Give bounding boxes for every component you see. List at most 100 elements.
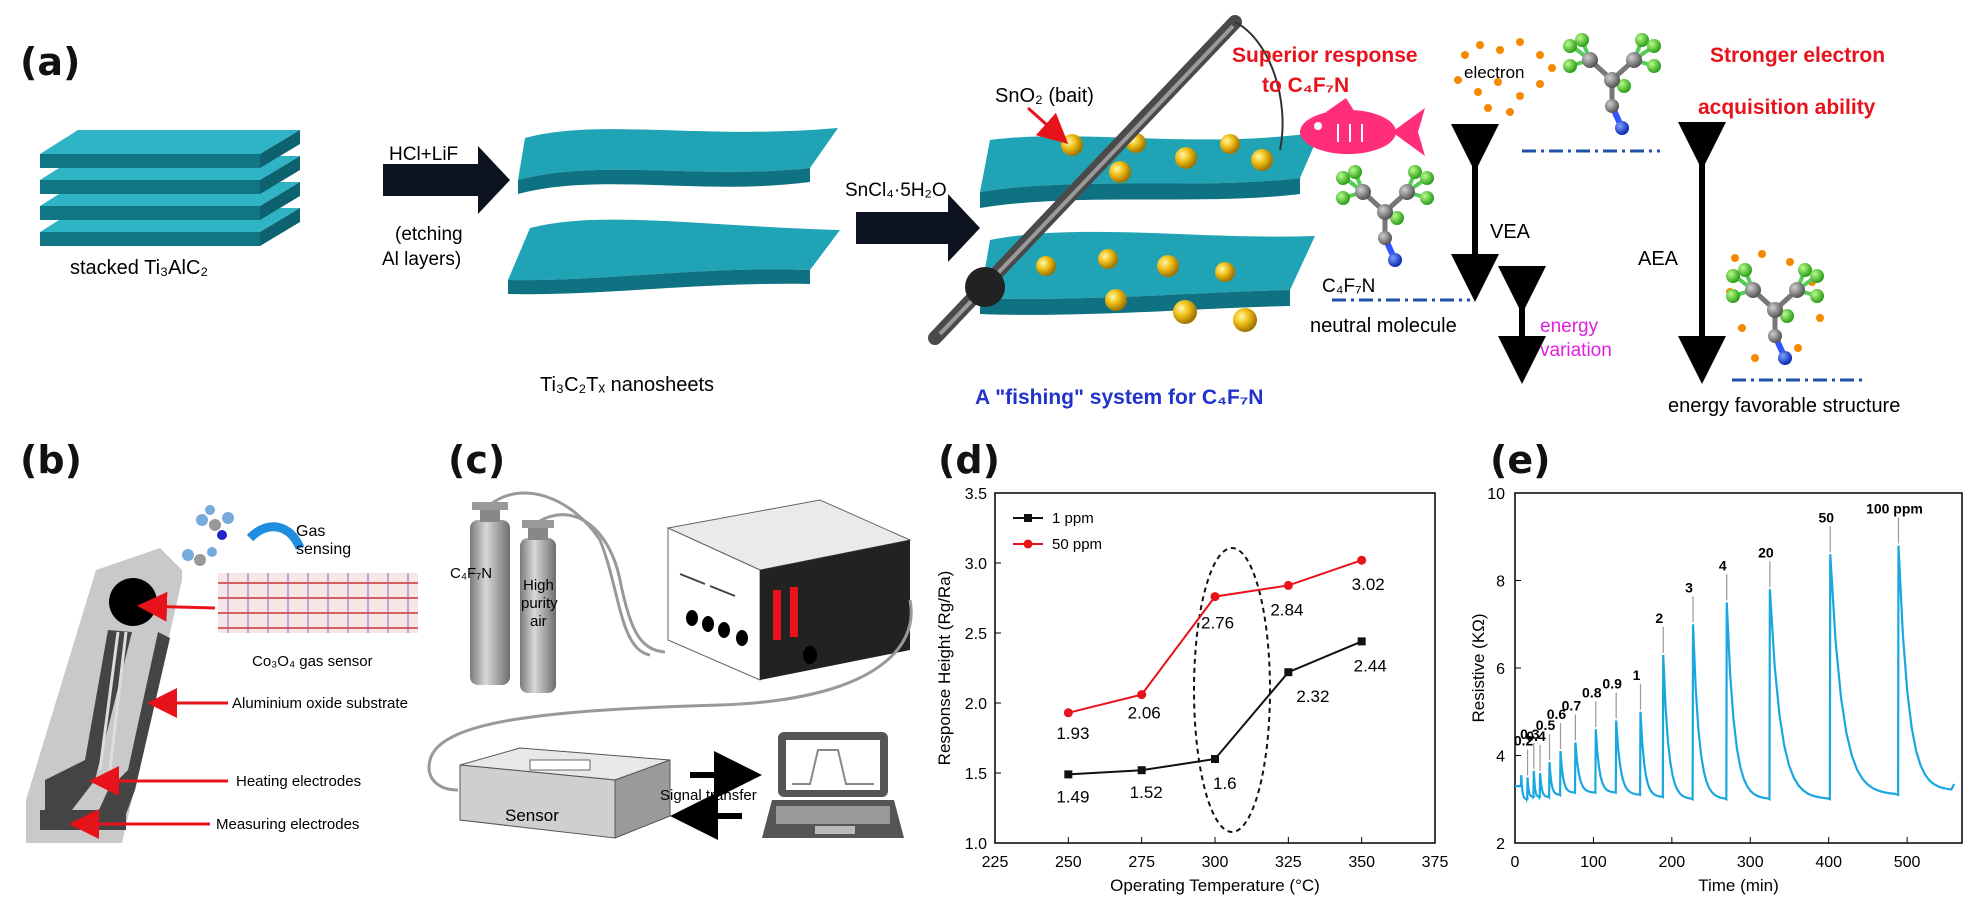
response-trace <box>1515 545 1956 803</box>
data-label: 1.52 <box>1130 783 1163 802</box>
x-tick-label: 250 <box>1055 854 1082 871</box>
fishing-rod <box>928 15 1284 345</box>
sensor-pointer <box>137 591 216 622</box>
concentration-label: 0.3 <box>1520 726 1540 742</box>
data-point <box>1063 708 1073 718</box>
c4f7n-label: C₄F₇N <box>1322 276 1375 297</box>
cylinder-c4f7n-label: C₄F₇N <box>450 565 492 582</box>
x-tick-label: 375 <box>1422 854 1449 871</box>
nanosheets-label: Ti₃C₂Tₓ nanosheets <box>540 374 714 396</box>
step1-reagent: HCl+LiF <box>389 144 458 165</box>
bait-arrow <box>1026 106 1069 145</box>
gas-tube-1 <box>489 491 651 657</box>
sensor-chamber <box>459 747 671 839</box>
y-tick-label: 10 <box>1487 486 1505 503</box>
fishing-sheet-bottom <box>980 231 1315 315</box>
panel-e-letter: (e) <box>1490 438 1551 482</box>
concentration-label: 1 <box>1633 667 1641 683</box>
gas-sensing-arrow <box>246 522 305 550</box>
data-label: 1.93 <box>1056 724 1089 743</box>
measuring-label: Measuring electrodes <box>216 816 359 833</box>
concentration-label: 0.5 <box>1536 717 1556 733</box>
concentration-label: 3 <box>1685 579 1693 595</box>
y-tick-label: 1.0 <box>965 836 987 853</box>
concentration-label: 20 <box>1758 544 1774 560</box>
data-acquisition-box <box>666 499 912 681</box>
data-label: 1.49 <box>1056 787 1089 806</box>
gas-molecules-small <box>182 505 234 566</box>
laptop-icon <box>762 732 904 838</box>
y-tick-label: 1.5 <box>965 766 987 783</box>
fishing-sheet-top <box>980 132 1320 208</box>
x-tick-label: 350 <box>1348 854 1375 871</box>
gas-tube-2 <box>537 513 666 654</box>
y-tick-label: 8 <box>1496 574 1505 591</box>
x-tick-label: 300 <box>1737 854 1764 871</box>
panel-a-letter: (a) <box>20 40 80 84</box>
x-tick-label: 500 <box>1894 854 1921 871</box>
x-tick-label: 275 <box>1128 854 1155 871</box>
x-tick-label: 100 <box>1580 854 1607 871</box>
panel-b-letter: (b) <box>20 438 82 482</box>
x-tick-label: 200 <box>1658 854 1685 871</box>
y-axis-label: Response Height (Rg/Ra) <box>935 571 954 766</box>
x-tick-label: 0 <box>1511 854 1520 871</box>
step1-note-1: (etching <box>395 224 463 245</box>
c4f7n-neutral-molecule <box>1336 165 1434 267</box>
gas-sensing-1: Gas <box>296 523 325 540</box>
nanosheet-top <box>518 128 838 194</box>
sensor-substrate <box>26 548 182 843</box>
y-tick-label: 3.5 <box>965 486 987 503</box>
data-label: 2.76 <box>1201 614 1234 633</box>
concentration-label: 0.9 <box>1602 676 1622 692</box>
superior-line-1: Superior response <box>1232 44 1418 67</box>
gas-sensing-2: sensing <box>296 541 351 558</box>
electron-cloud <box>1454 38 1556 116</box>
concentration-label: 100 ppm <box>1866 501 1923 517</box>
concentration-label: 0.7 <box>1562 697 1582 713</box>
data-point <box>1357 555 1367 565</box>
arrow-etching <box>383 146 510 214</box>
highlight-ellipse <box>1193 547 1271 833</box>
legend-label: 1 ppm <box>1052 510 1094 527</box>
x-tick-label: 325 <box>1275 854 1302 871</box>
series-line-1 <box>1068 640 1363 776</box>
sensor-label: Co₃O₄ gas sensor <box>252 653 373 670</box>
data-point <box>1357 637 1366 646</box>
data-label: 2.32 <box>1296 687 1329 706</box>
y-tick-label: 6 <box>1496 661 1505 678</box>
cylinder-air-label-3: air <box>530 613 547 630</box>
favorable-label: energy favorable structure <box>1668 395 1900 417</box>
y-tick-label: 4 <box>1496 749 1505 766</box>
data-point <box>1210 592 1220 602</box>
data-label: 1.6 <box>1213 774 1237 793</box>
legend-marker <box>1023 539 1033 549</box>
legend-label: 50 ppm <box>1052 536 1102 553</box>
data-label: 2.44 <box>1354 656 1387 675</box>
concentration-label: 0.2 <box>1514 732 1534 748</box>
y-tick-label: 2.5 <box>965 626 987 643</box>
gas-cylinder-c4f7n <box>470 502 510 685</box>
co3o4-lattice <box>218 573 418 633</box>
x-tick-label: 225 <box>982 854 1009 871</box>
nanosheet-bottom <box>508 219 840 295</box>
c4f7n-favorable-molecule <box>1726 263 1824 365</box>
y-axis-label: Resistive (KΩ) <box>1469 613 1488 722</box>
data-label: 2.84 <box>1270 600 1303 619</box>
superior-line-2: to C₄F₇N <box>1262 74 1349 97</box>
x-axis-label: Operating Temperature (°C) <box>1110 876 1320 895</box>
stronger-line-1: Stronger electron <box>1710 44 1885 67</box>
fishing-caption: A "fishing" system for C₄F₇N <box>975 386 1263 409</box>
x-tick-label: 300 <box>1202 854 1229 871</box>
y-tick-label: 3.0 <box>965 556 987 573</box>
neutral-label: neutral molecule <box>1310 315 1457 337</box>
sensor-chamber-label: Sensor <box>505 806 559 825</box>
cylinder-air-label-2: purity <box>521 595 558 612</box>
aea-label: AEA <box>1638 248 1679 270</box>
vea-label: VEA <box>1490 221 1531 243</box>
data-point <box>1137 766 1146 775</box>
concentration-label: 0.4 <box>1526 728 1546 744</box>
stronger-line-2: acquisition ability <box>1698 96 1876 119</box>
